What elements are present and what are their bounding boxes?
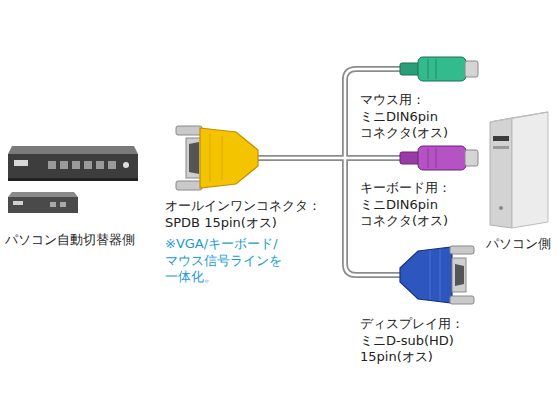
vga-connector — [400, 246, 474, 304]
device-label: パソコン側 — [486, 236, 553, 253]
kvm-switch-small — [8, 192, 78, 213]
keyboard-connector — [400, 146, 478, 170]
note-label: ※VGA/キーボード/ マウス信号ラインを 一体化。 — [165, 236, 284, 286]
connector-label: キーボード用： ミニDIN6pin コネクタ(オス) — [360, 180, 453, 230]
kvm-switch — [8, 146, 138, 181]
mouse-connector — [400, 57, 478, 81]
connector-label: マウス用： ミニDIN6pin コネクタ(オス) — [360, 92, 451, 142]
connector-label: オールインワンコネクタ： SPDB 15pin(オス) — [165, 198, 323, 231]
connector-label: ディスプレイ用： ミニD-sub(HD) 15pin(オス) — [360, 316, 466, 366]
spdb-connector — [176, 126, 258, 190]
pc-tower — [490, 112, 548, 228]
device-label: パソコン自動切替器側 — [5, 232, 137, 249]
